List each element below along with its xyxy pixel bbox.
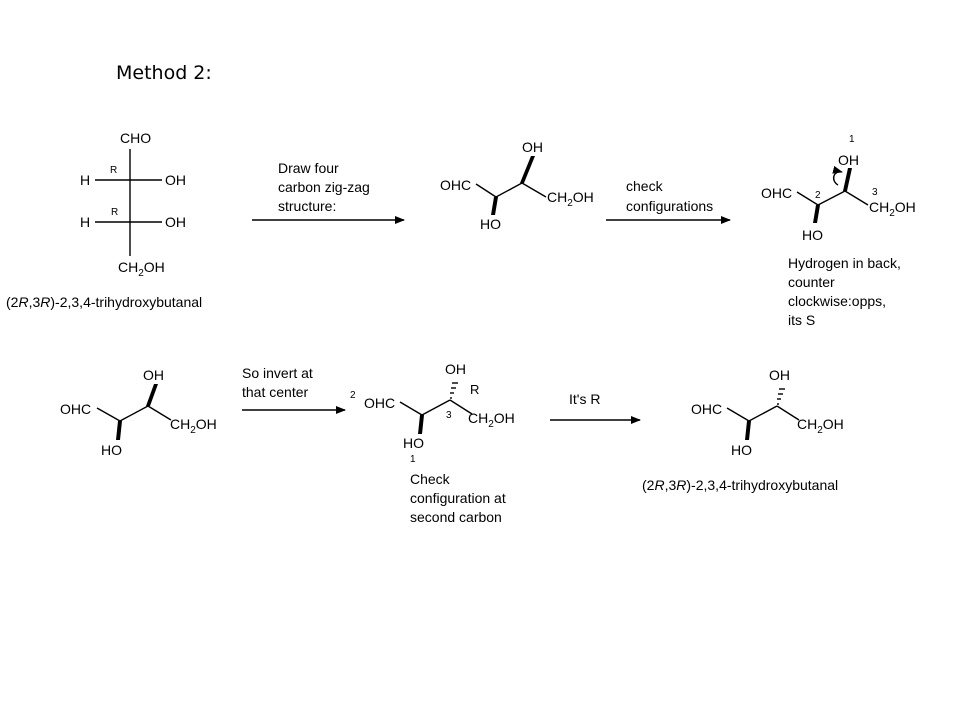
zz4-priority-1: 1 — [410, 454, 416, 465]
zz2-rotation-arrow — [832, 165, 843, 186]
zz1-bond-b — [495, 182, 523, 198]
arrow4-label: It's R — [569, 391, 600, 407]
zz2-priority-3: 3 — [872, 187, 878, 198]
note-check-line2: configuration at — [410, 490, 506, 506]
fischer-oh-lower: OH — [165, 214, 186, 230]
zz5-bond-b — [748, 405, 778, 422]
note-hydrogen-line1: Hydrogen in back, — [788, 255, 901, 271]
arrow1-line3: structure: — [278, 198, 336, 214]
zz1-oh: OH — [522, 139, 543, 155]
note-check-line1: Check — [410, 471, 451, 487]
zz1-wedge-down — [491, 197, 498, 215]
fischer-config-r-lower: R — [111, 207, 118, 218]
fischer-oh-upper: OH — [165, 172, 186, 188]
zz4-priority-2: 2 — [350, 390, 356, 401]
zz2-bond-a — [796, 191, 819, 206]
zz1-wedge-up — [520, 156, 535, 183]
zz3-oh: OH — [143, 367, 164, 383]
zz4-wedge-down — [418, 415, 424, 434]
page-title: Method 2: — [116, 62, 212, 84]
zz4-bond-b — [421, 399, 451, 416]
zz3-bond-a — [96, 407, 121, 422]
arrow1-line1: Draw four — [278, 160, 339, 176]
zz3-bond-b — [119, 405, 149, 422]
zz5-ohc: OHC — [691, 401, 722, 417]
zigzag-structure-3: OHC OH HO CH2OH — [60, 367, 217, 458]
fischer-ch2oh-label: CH2OH — [118, 259, 165, 279]
zz2-wedge-down — [813, 205, 820, 223]
arrow2-line2: configurations — [626, 198, 713, 214]
zz4-hash-bond — [450, 382, 458, 399]
zz5-wedge-down — [745, 421, 751, 440]
zigzag-structure-1: OHC OH HO CH2OH — [440, 139, 594, 232]
arrow1-line2: carbon zig-zag — [278, 179, 370, 195]
note-hydrogen-line2: counter — [788, 274, 835, 290]
zz3-ho: HO — [101, 442, 122, 458]
zz2-priority-1: 1 — [849, 134, 855, 145]
zz3-ch2oh: CH2OH — [170, 416, 217, 436]
arrow3-line1: So invert at — [242, 365, 313, 381]
arrow-check-configurations: check configurations — [606, 178, 731, 224]
zz4-oh: OH — [445, 361, 466, 377]
zz2-priority-2: 2 — [815, 190, 821, 201]
arrow-its-r: It's R — [550, 391, 641, 424]
arrow-invert-center: So invert at that center — [242, 365, 346, 414]
zz5-ho: HO — [731, 442, 752, 458]
note-hydrogen-line3: clockwise:opps, — [788, 293, 886, 309]
zz3-bond-c — [147, 405, 172, 421]
zz2-ho: HO — [802, 227, 823, 243]
fischer-projection: CHO H H OH OH R R CH2OH (2R,3R)-2,3,4-tr… — [6, 130, 202, 310]
zz2-oh: OH — [838, 152, 859, 168]
zz3-wedge-up — [146, 384, 158, 406]
zz2-bond-c — [844, 190, 869, 206]
zz2-ch2oh: CH2OH — [869, 199, 916, 219]
zz4-ch2oh: CH2OH — [468, 410, 515, 430]
zz5-oh: OH — [769, 367, 790, 383]
zz2-wedge-up — [843, 168, 852, 191]
zz3-wedge-down — [116, 421, 122, 440]
fischer-h-upper: H — [80, 172, 90, 188]
zz5-bond-a — [726, 407, 750, 422]
final-compound-name: (2R,3R)-2,3,4-trihydroxybutanal — [642, 477, 838, 493]
zz5-hash-bond — [777, 388, 785, 405]
zz2-bond-b — [817, 190, 846, 206]
zz4-bond-a — [399, 401, 423, 416]
zz3-ohc: OHC — [60, 401, 91, 417]
zz4-bond-c — [449, 399, 473, 415]
arrow-draw-zigzag: Draw four carbon zig-zag structure: — [252, 160, 405, 224]
fischer-cho-label: CHO — [120, 130, 151, 146]
zigzag-structure-5: OHC OH HO CH2OH (2R,3R)-2,3,4-trihydroxy… — [642, 367, 844, 493]
zz1-ho: HO — [480, 216, 501, 232]
zz1-ch2oh: CH2OH — [547, 189, 594, 209]
zz2-ohc: OHC — [761, 185, 792, 201]
zz4-ohc: OHC — [364, 395, 395, 411]
fischer-config-r-upper: R — [110, 165, 117, 176]
fischer-compound-name: (2R,3R)-2,3,4-trihydroxybutanal — [6, 294, 202, 310]
zz4-ho: HO — [403, 435, 424, 451]
zz5-ch2oh: CH2OH — [797, 416, 844, 436]
fischer-h-lower: H — [80, 214, 90, 230]
arrow2-line1: check — [626, 178, 664, 194]
zz1-bond-a — [475, 183, 497, 198]
zz1-ohc: OHC — [440, 177, 471, 193]
zz5-bond-c — [776, 405, 800, 421]
zz4-config-r: R — [470, 382, 479, 397]
zz4-priority-3: 3 — [446, 410, 452, 421]
zigzag-structure-2: 1 OH OHC 2 3 HO CH2OH Hydrogen in back, … — [761, 134, 916, 328]
note-hydrogen-line4: its S — [788, 312, 815, 328]
zigzag-structure-4: 2 OHC OH R 3 HO 1 CH2OH Check configurat… — [350, 361, 515, 525]
zz1-bond-c — [521, 182, 547, 198]
note-check-line3: second carbon — [410, 509, 502, 525]
arrow3-line2: that center — [242, 384, 308, 400]
